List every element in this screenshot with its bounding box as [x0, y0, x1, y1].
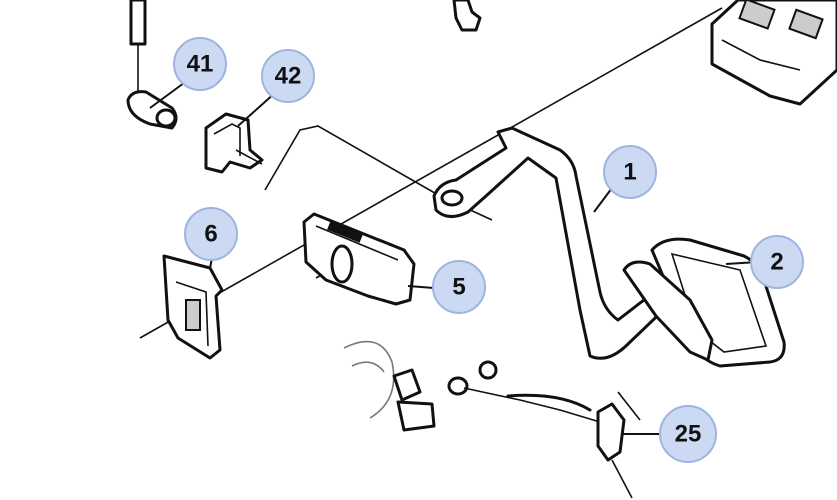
callout-6: 6	[184, 207, 238, 261]
part-42-clip	[204, 112, 264, 174]
callout-1: 1	[603, 145, 657, 199]
part-5-bracket	[302, 212, 416, 306]
callout-2: 2	[750, 235, 804, 289]
part-2-pedal-pad	[622, 237, 786, 368]
callout-label-6: 6	[204, 221, 217, 248]
part-6-clip-bracket	[162, 254, 224, 360]
part-bracket-top-right	[710, 0, 837, 106]
callout-25: 25	[659, 405, 717, 463]
callout-label-2: 2	[770, 249, 783, 276]
part-25-cable-clamp	[506, 391, 641, 499]
callout-label-1: 1	[623, 159, 636, 186]
part-fitting-top	[452, 0, 482, 32]
part-linkage-bottom	[343, 340, 601, 432]
callout-label-25: 25	[675, 421, 702, 448]
callout-41: 41	[173, 37, 227, 91]
part-41-rod-bushing	[126, 0, 178, 130]
callout-label-41: 41	[187, 51, 214, 78]
callout-5: 5	[432, 260, 486, 314]
callout-label-5: 5	[452, 274, 465, 301]
callout-label-42: 42	[275, 63, 302, 90]
callout-42: 42	[261, 49, 315, 103]
part-1-pedal-arm	[432, 126, 678, 360]
